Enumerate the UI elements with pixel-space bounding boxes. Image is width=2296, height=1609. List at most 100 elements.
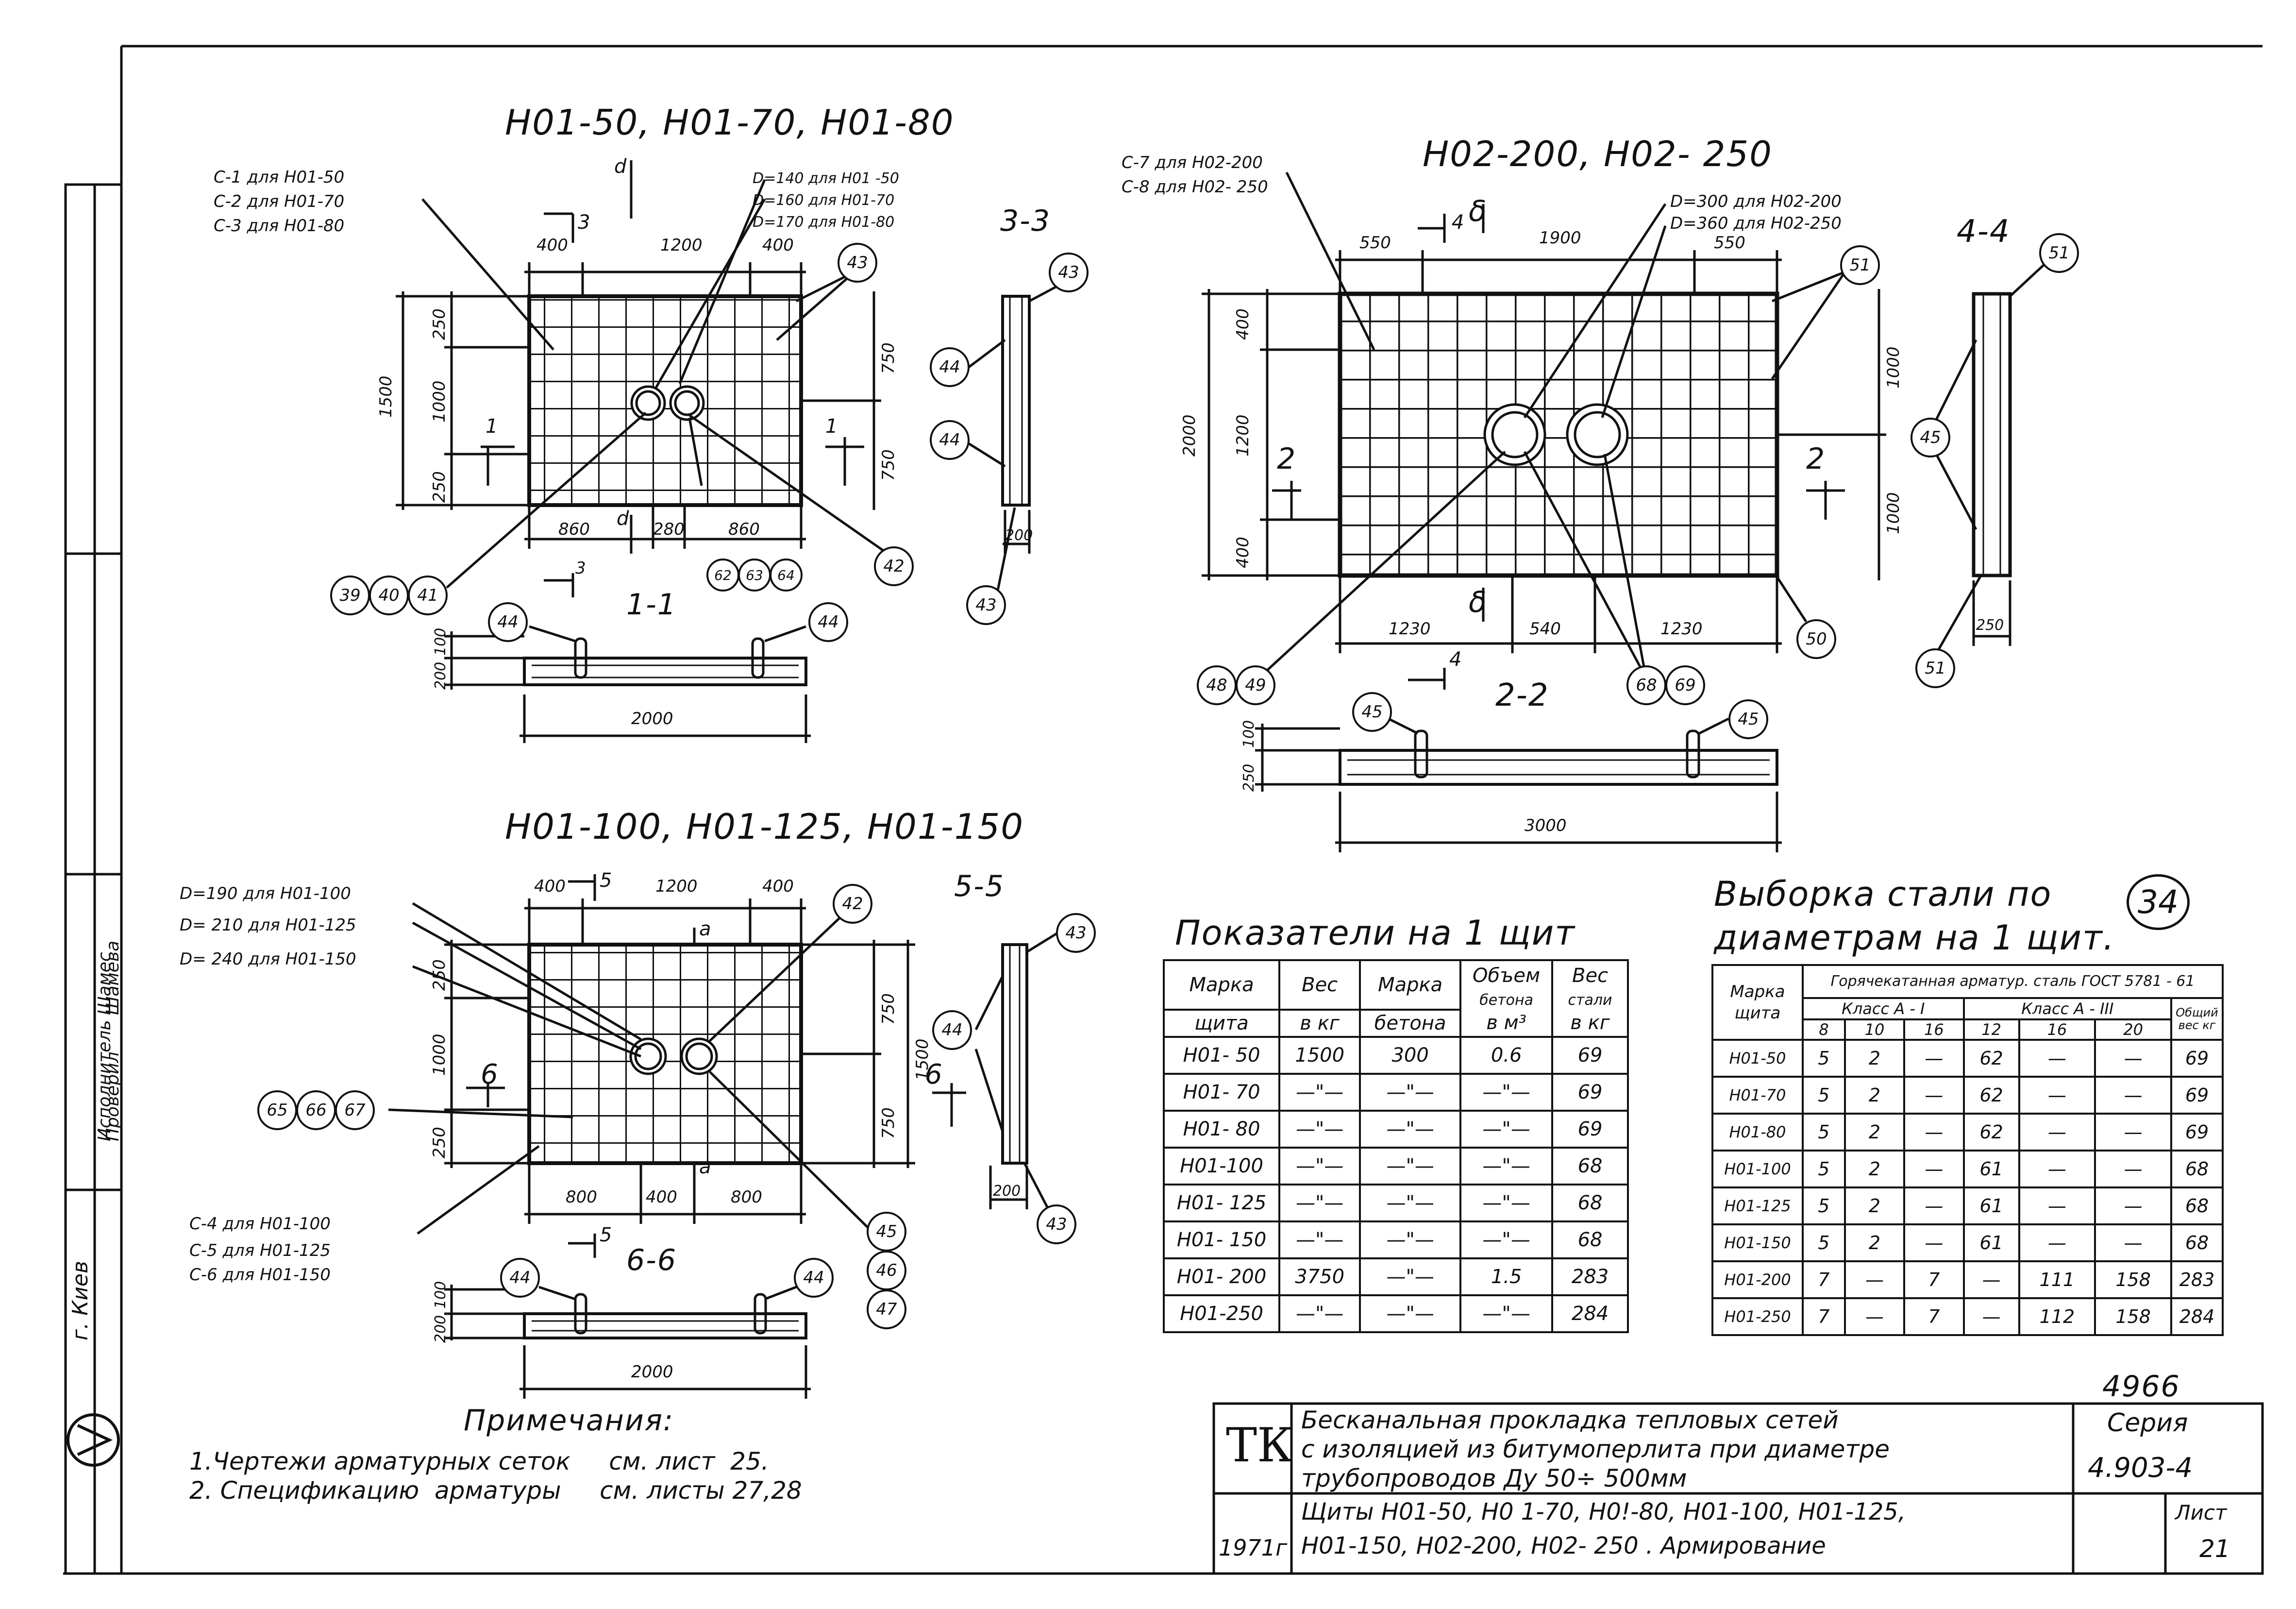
stamp-tk: ТК [1226, 1418, 1293, 1473]
d2-sec44-dim: 250 [1976, 617, 2004, 634]
ind-cell: 1500 [1278, 1036, 1361, 1075]
d2-callout-68: 68 [1626, 665, 1666, 705]
steel-h-d10: 10 [1844, 1018, 1906, 1041]
d1-sec11-title: 1-1 [626, 588, 677, 622]
d1-callout-43a: 43 [838, 243, 877, 283]
steel-cell: — [1903, 1150, 1965, 1188]
steel-cell: 61 [1962, 1186, 2020, 1225]
d1-dim-right-2: 750 [879, 449, 898, 481]
ind-cell: Н01- 50 [1162, 1036, 1281, 1075]
ind-cell: Н01- 80 [1162, 1110, 1281, 1149]
d3-diam-3: D= 240 для Н01-150 [180, 949, 356, 969]
steel-cell: 5 [1802, 1076, 1846, 1115]
d3-sec66-title: 6-6 [626, 1243, 677, 1277]
ind-cell: —"— [1459, 1220, 1554, 1259]
ind-cell: —"— [1459, 1294, 1554, 1333]
steel-cell: 5 [1802, 1113, 1846, 1152]
steel-cell: Н01-200 [1711, 1260, 1804, 1299]
d1-diam-3: D=170 для Н01-80 [753, 214, 895, 231]
table-row: Н01- 70—"——"——"—69 [1162, 1073, 1629, 1112]
d2-title: Н02-200, Н02- 250 [1423, 134, 1773, 174]
d2-dim-bot-1: 1230 [1389, 619, 1431, 639]
d3-callout-45: 45 [867, 1212, 906, 1252]
ind-cell: 0.6 [1459, 1036, 1554, 1075]
d2-diam-2: D=360 для Н02-250 [1670, 214, 1842, 233]
d2-sec22-callout-45b: 45 [1728, 699, 1768, 739]
ind-cell: 283 [1551, 1257, 1629, 1296]
d3-callout-66: 66 [296, 1090, 336, 1130]
sheet-number-circle: 34 [2127, 874, 2190, 930]
d1-dim-left-1: 250 [430, 308, 449, 340]
d3-mark-5-top: 5 [600, 869, 612, 892]
steel-cell: — [1844, 1297, 1906, 1336]
steel-cell: 2 [1844, 1113, 1906, 1152]
ind-cell: —"— [1459, 1147, 1554, 1186]
ind-h-concrete: Марка [1359, 959, 1462, 1011]
d3-dim-left-3: 250 [430, 1127, 449, 1158]
d2-dim-left-2: 1200 [1233, 414, 1253, 457]
ind-cell: —"— [1278, 1073, 1361, 1112]
d1-sec33-callout-43b: 43 [966, 585, 1006, 625]
d1-sec33-callout-44a: 44 [930, 347, 970, 387]
d1-sec33-title: 3-3 [1000, 204, 1051, 238]
ind-cell: —"— [1359, 1110, 1462, 1149]
table-row: Н01- 80—"——"——"—69 [1162, 1110, 1629, 1149]
steel-cell: — [1903, 1039, 1965, 1078]
steel-cell: Н01-50 [1711, 1039, 1804, 1078]
steel-cell: 7 [1802, 1297, 1846, 1336]
ind-cell: —"— [1359, 1184, 1462, 1222]
steel-cell: Н01-125 [1711, 1186, 1804, 1225]
d3-callout-47: 47 [867, 1289, 906, 1329]
ind-cell: 68 [1551, 1147, 1629, 1186]
steel-cell: — [2094, 1039, 2172, 1078]
ind-cell: Н01- 125 [1162, 1184, 1281, 1222]
steel-cell: 69 [2170, 1113, 2224, 1152]
ind-cell: —"— [1359, 1257, 1462, 1296]
d1-sec11-dim-2: 200 [432, 661, 449, 690]
d2-mark-2-right: 2 [1806, 442, 1825, 476]
d3-callout-65: 65 [257, 1090, 297, 1130]
d3-dim-top-2: 1200 [655, 877, 698, 896]
stamp-title-3: трубопроводов Ду 50÷ 500мм [1301, 1464, 1687, 1492]
steel-cell: 158 [2094, 1260, 2172, 1299]
d2-sec44-title: 4-4 [1957, 214, 2011, 250]
d2-mesh-2: С-8 для Н02- 250 [1122, 177, 1268, 197]
steel-cell: 5 [1802, 1039, 1846, 1078]
steel-h-mark: Марка щита [1711, 964, 1804, 1041]
steel-cell: 61 [1962, 1150, 2020, 1188]
d1-diam-1: D=140 для Н01 -50 [753, 170, 899, 187]
d3-callout-67: 67 [335, 1090, 375, 1130]
ind-h-steel-2: стали [1551, 990, 1629, 1010]
steel-cell: — [2094, 1076, 2172, 1115]
stamp-year: 1971г [1219, 1535, 1288, 1561]
ind-cell: —"— [1359, 1220, 1462, 1259]
d3-dim-top-3: 400 [762, 877, 794, 896]
steel-cell: Н01-250 [1711, 1297, 1804, 1336]
stamp-series-value: 4.903-4 [2088, 1452, 2193, 1484]
d1-callout-40: 40 [369, 576, 409, 615]
notes-item-2: 2. Спецификацию арматуры см. листы 27,28 [189, 1476, 802, 1505]
steel-h-d12: 12 [1962, 1018, 2020, 1041]
d3-mesh-3: С-6 для Н01-150 [189, 1265, 331, 1285]
ministry-emblem [67, 1413, 120, 1467]
d1-sec11-length: 2000 [631, 709, 673, 728]
d3-mark-5-bot: 5 [600, 1224, 612, 1246]
d3-sec55-title: 5-5 [954, 869, 1005, 903]
d1-mark-d-bot: d [617, 508, 629, 530]
steel-cell: 5 [1802, 1223, 1846, 1262]
d3-dim-bot-1: 800 [566, 1187, 597, 1207]
d1-sec33-callout-44b: 44 [930, 420, 970, 460]
ind-cell: 69 [1551, 1036, 1629, 1075]
ind-cell: —"— [1278, 1220, 1361, 1259]
ind-h-weight: Вес [1278, 959, 1361, 1011]
steel-h-total: Общий вес кг [2170, 997, 2224, 1041]
notes-item-1: 1.Чертежи арматурных сеток см. лист 25. [189, 1447, 769, 1475]
d1-dim-left-2: 1000 [430, 380, 449, 423]
d3-mesh-1: С-4 для Н01-100 [189, 1214, 331, 1234]
ind-cell: Н01- 200 [1162, 1257, 1281, 1296]
d1-mesh-1: С-1 для Н01-50 [214, 168, 345, 187]
steel-cell: — [1903, 1113, 1965, 1152]
